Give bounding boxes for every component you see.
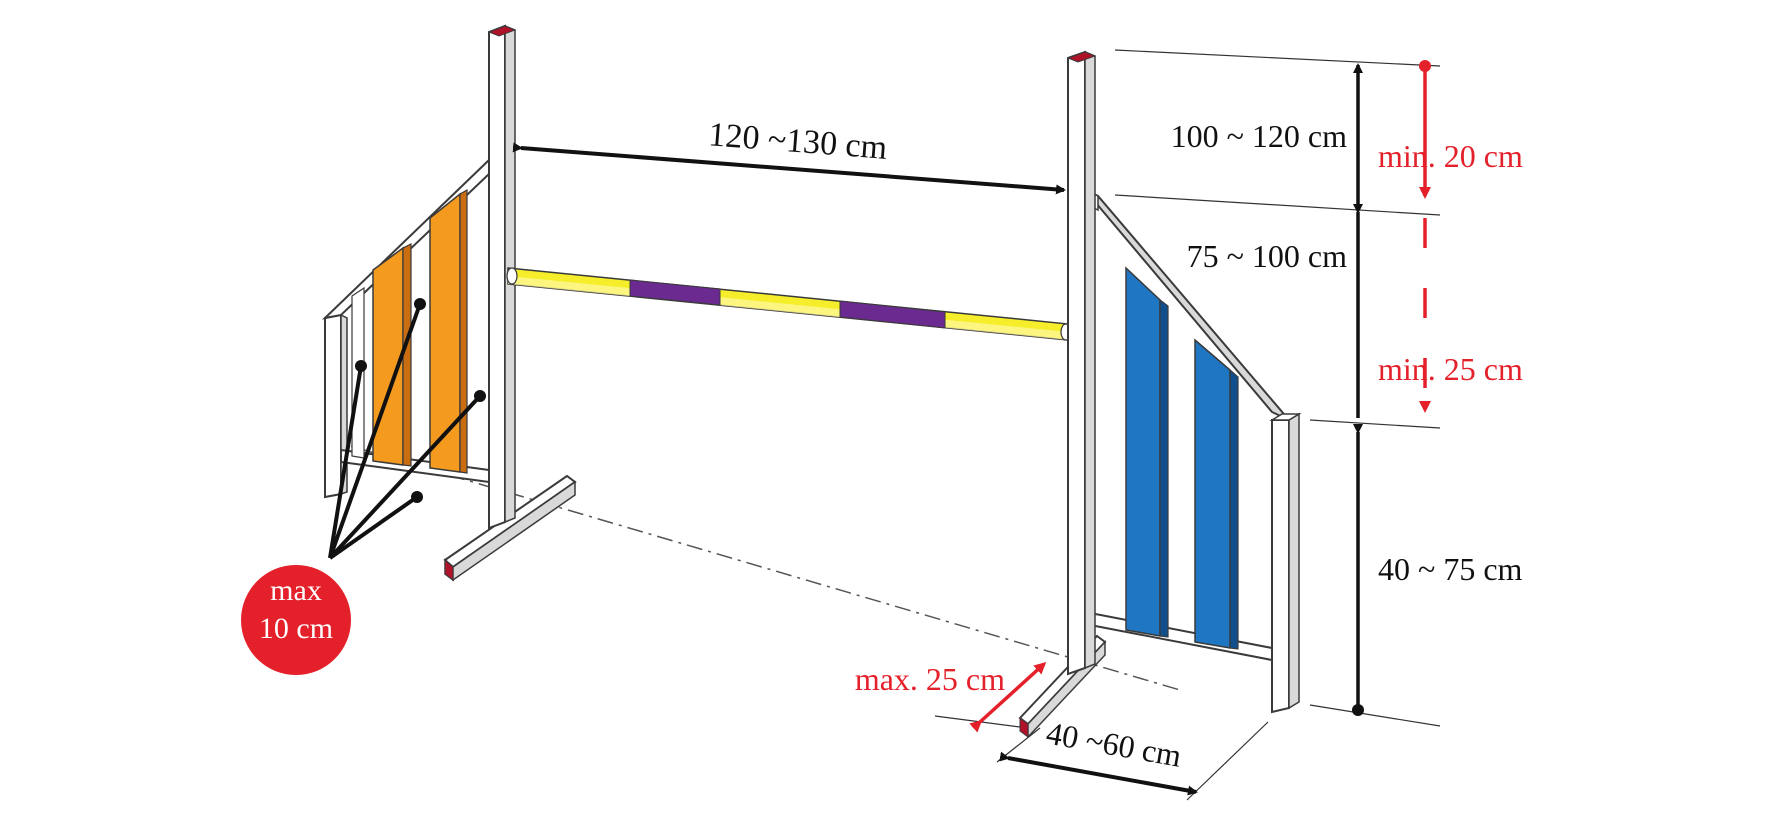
jump-pole: [506, 267, 1072, 341]
span-dimension-arrow: [512, 142, 1066, 195]
blue-slat-1: [1125, 266, 1161, 637]
max-gap-badge: [241, 565, 351, 675]
pole-purple-band-1: [629, 279, 721, 306]
left-post-cap: [487, 25, 517, 37]
foot-width-arrow: [999, 751, 1198, 796]
right-post: [1018, 50, 1107, 739]
right-post-cap: [1066, 51, 1097, 63]
ground-line: [329, 439, 1181, 691]
blue-slat-2: [1194, 338, 1231, 649]
left-post: [443, 24, 577, 582]
orange-slat-2: [429, 192, 461, 473]
upper-height-label: 100 ~ 120 cm: [1171, 118, 1348, 154]
min20-label: min. 20 cm: [1378, 138, 1523, 174]
middle-height-label: 75 ~ 100 cm: [1187, 238, 1348, 274]
pole-purple-band-2: [839, 300, 946, 329]
span-label: 120 ~130 cm: [707, 116, 888, 167]
right-wing: [1084, 188, 1302, 714]
max25-label: max. 25 cm: [855, 661, 1005, 697]
gap-callout: max 10 cm: [241, 298, 486, 675]
min25-label: min. 25 cm: [1378, 351, 1523, 387]
badge-line-2: 10 cm: [259, 612, 333, 645]
badge-line-1: max: [270, 574, 322, 607]
foot-width-label: 40 ~60 cm: [1044, 715, 1185, 774]
lower-height-label: 40 ~ 75 cm: [1378, 551, 1523, 587]
max25-arrow: [969, 661, 1047, 733]
orange-slat-1: [372, 246, 404, 466]
left-foot-cap: [444, 558, 454, 581]
